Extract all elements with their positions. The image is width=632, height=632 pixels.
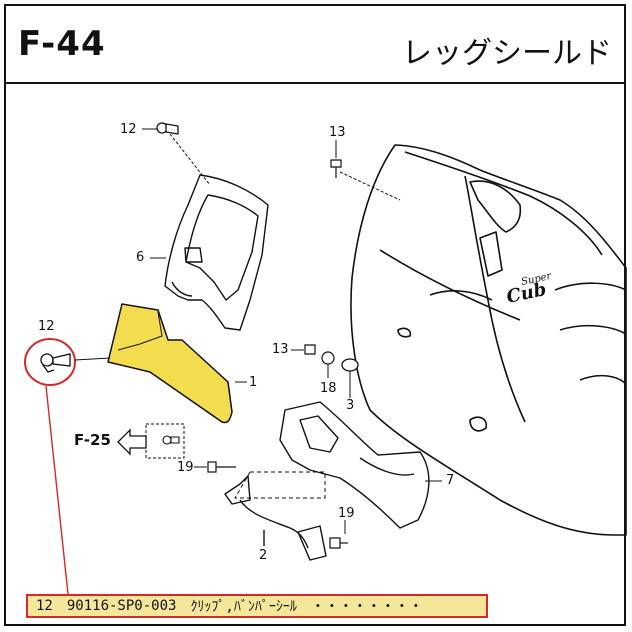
screw-13-top <box>330 159 342 178</box>
callout-3: 3 <box>346 398 355 413</box>
callout-2: 2 <box>259 548 268 563</box>
callout-13-mid: 13 <box>272 342 289 357</box>
inner-cover-panel <box>164 174 269 331</box>
callout-19-mid: 19 <box>177 460 194 475</box>
callout-18: 18 <box>320 381 337 396</box>
wire-harness <box>224 475 327 561</box>
callout-12-top: 12 <box>120 122 137 137</box>
callout-7: 7 <box>446 473 455 488</box>
reference-box <box>145 423 185 459</box>
grommet-3 <box>341 358 359 372</box>
reference-clip-icon <box>162 435 180 445</box>
page-code: F-44 <box>18 24 106 64</box>
screw-13-mid <box>304 344 335 365</box>
part-leader-dots: ・・・・・・・・ <box>310 599 423 615</box>
clip-to-part-line <box>45 385 69 595</box>
part-name: ｸﾘｯﾌﾟ,ﾊﾞﾝﾊﾟｰｼｰﾙ <box>190 599 297 615</box>
page-title: レッグシールド <box>402 36 612 71</box>
callout-6: 6 <box>136 250 145 265</box>
highlighted-part-row[interactable]: 12 90116-SP0-003 ｸﾘｯﾌﾟ,ﾊﾞﾝﾊﾟｰｼｰﾙ ・・・・・・・… <box>26 594 488 618</box>
callout-1: 1 <box>249 375 258 390</box>
page-frame <box>4 4 626 626</box>
emblem-cub: Cub <box>505 279 548 308</box>
alignment-dashed-box <box>234 471 326 499</box>
bolt-19-mid <box>207 461 236 473</box>
top-clip-icon <box>156 122 179 135</box>
leg-shield-body <box>350 144 627 536</box>
page-header: F-44 レッグシールド <box>4 4 626 84</box>
bolt-19-low <box>329 537 348 549</box>
bumper-seal <box>107 303 233 424</box>
clip-leader <box>74 357 111 361</box>
callout-13-top: 13 <box>329 125 346 140</box>
clip-icon <box>40 353 71 373</box>
reference-link-f25[interactable]: F-25 <box>74 431 111 449</box>
callout-12-left: 12 <box>38 319 55 334</box>
bumper-seal-detail <box>117 311 163 351</box>
part-ref-number: 12 <box>36 598 53 614</box>
reference-arrow <box>117 428 147 456</box>
part-number: 90116-SP0-003 <box>66 598 177 614</box>
center-bracket <box>279 401 430 529</box>
callout-19-low: 19 <box>338 506 355 521</box>
clip-highlight-ring <box>24 338 76 386</box>
